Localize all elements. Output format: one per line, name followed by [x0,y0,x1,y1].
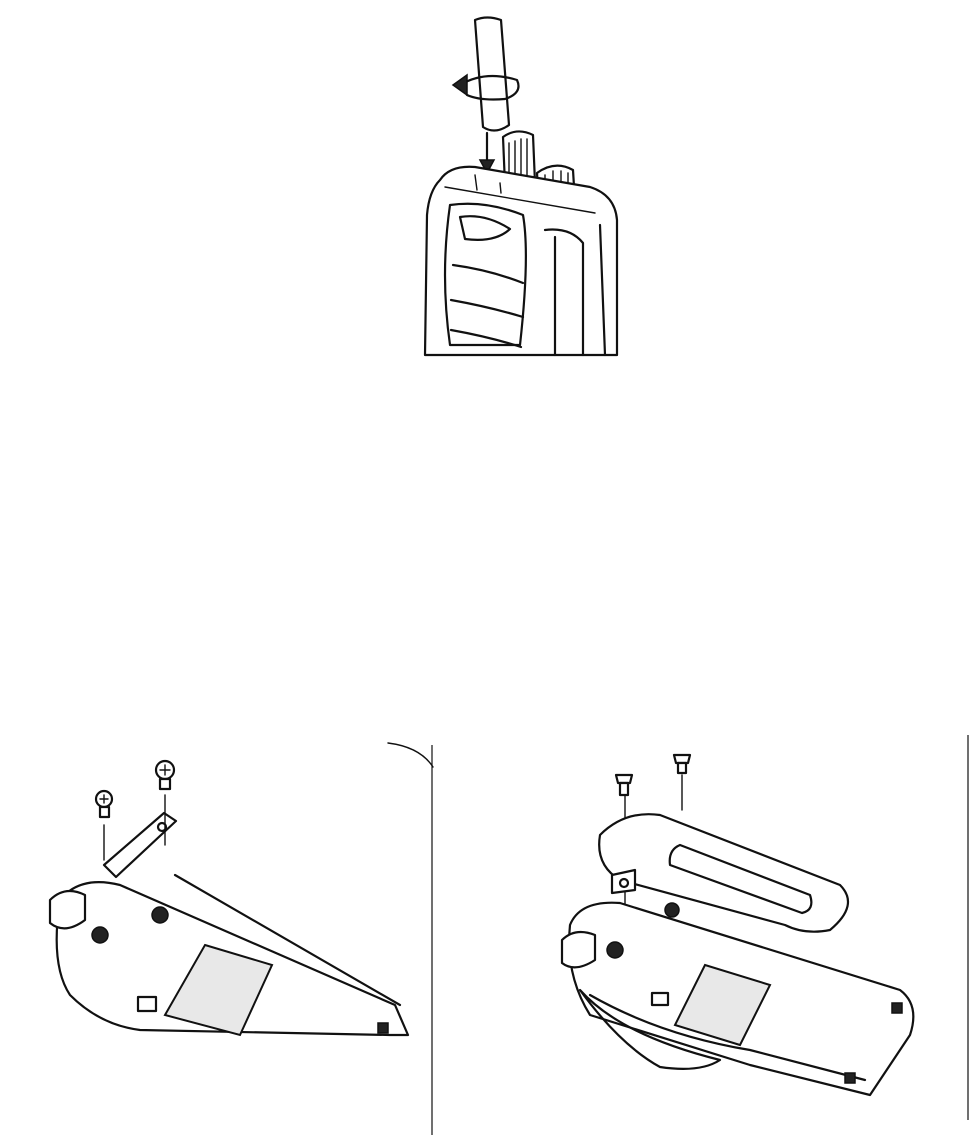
antenna-install-illustration [405,15,625,365]
screw-icon [156,761,174,789]
belt-clip-illustration [540,735,970,1135]
screw-icon [96,791,112,817]
screw-icon [674,755,690,773]
antenna [475,18,509,131]
plate-removal-illustration [40,735,440,1135]
screw-icon [616,775,632,795]
